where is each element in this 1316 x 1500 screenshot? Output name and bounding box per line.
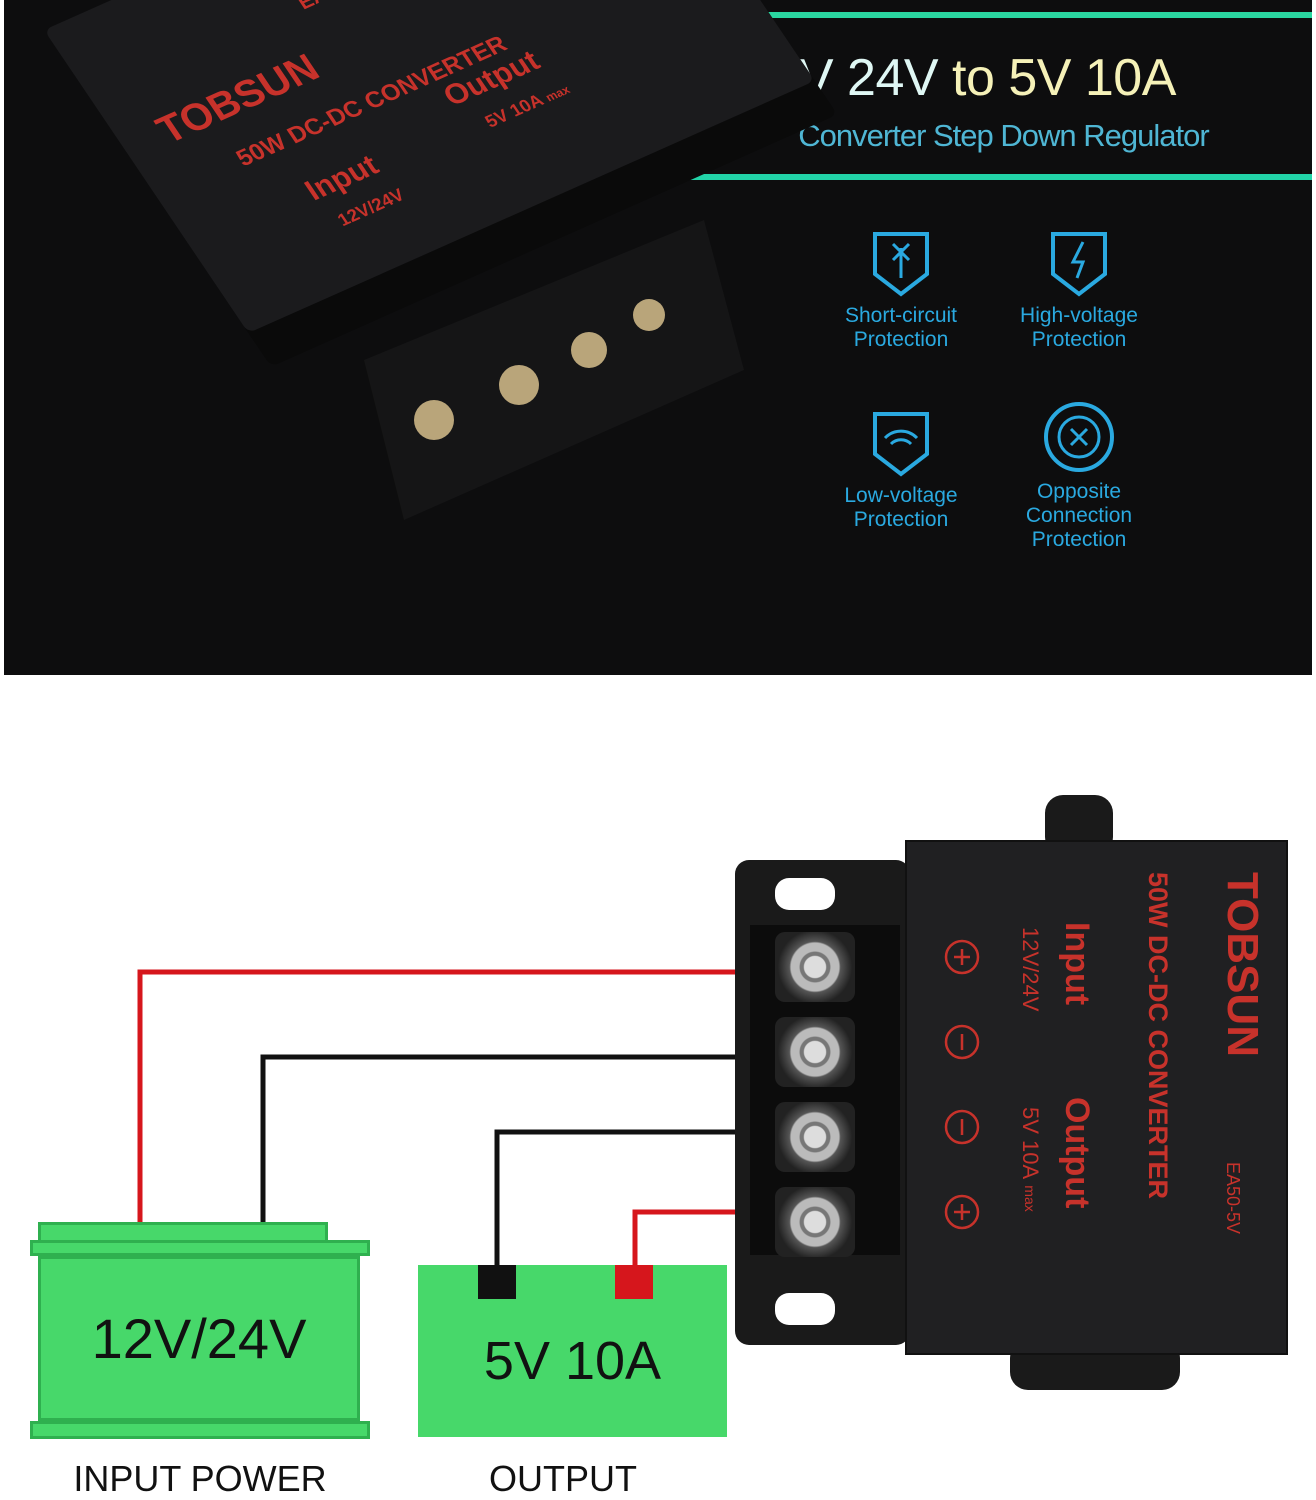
protection-short-circuit: Short-circuit Protection bbox=[816, 228, 986, 352]
input-positive-wire bbox=[137, 969, 780, 1228]
output-max: max bbox=[1022, 1185, 1038, 1212]
input-spec: 12V/24V bbox=[1018, 927, 1043, 1012]
battery-value: 12V/24V bbox=[91, 1307, 307, 1370]
device-name: 50W DC-DC CONVERTER bbox=[1143, 872, 1173, 1200]
terminal-block bbox=[364, 220, 744, 520]
load-positive-terminal bbox=[615, 1265, 653, 1299]
shield-wifi-icon bbox=[873, 412, 929, 477]
input-negative-wire bbox=[260, 1054, 780, 1228]
output-load: 5V 10A bbox=[418, 1265, 727, 1437]
input-battery: 12V/24V bbox=[38, 1256, 360, 1421]
model-label: EA50-5V bbox=[1223, 1162, 1243, 1235]
converter-top-view: TOBSUN EA50-5V 50W DC-DC CONVERTER Input… bbox=[905, 840, 1288, 1355]
terminal-screw bbox=[775, 1102, 855, 1172]
load-negative-terminal bbox=[478, 1265, 516, 1299]
output-negative-wire bbox=[494, 1129, 780, 1270]
shield-bolt-icon bbox=[1051, 232, 1107, 297]
protection-high-voltage: High-voltage Protection bbox=[994, 228, 1164, 352]
input-label: Input bbox=[1058, 922, 1096, 1006]
load-value: 5V 10A bbox=[483, 1331, 662, 1391]
circle-x-icon bbox=[1044, 402, 1114, 472]
terminal-screw bbox=[775, 932, 855, 1002]
output-positive-wire bbox=[632, 1209, 780, 1270]
input-power-caption: INPUT POWER bbox=[73, 1458, 327, 1499]
terminal-screw bbox=[775, 1187, 855, 1257]
output-caption: OUTPUT bbox=[489, 1458, 637, 1499]
protection-opposite-connection: Opposite Connection Protection bbox=[994, 400, 1164, 552]
battery-base bbox=[30, 1421, 370, 1439]
brand-label: TOBSUN bbox=[1218, 872, 1267, 1057]
output-spec: 5V 10A bbox=[1018, 1107, 1043, 1180]
terminal-screw bbox=[775, 1017, 855, 1087]
output-label: Output bbox=[1058, 1097, 1096, 1209]
polarity-symbols bbox=[944, 939, 980, 1230]
battery-rim bbox=[30, 1240, 370, 1256]
shield-x-icon bbox=[873, 232, 929, 297]
protection-low-voltage: Low-voltage Protection bbox=[816, 408, 986, 532]
